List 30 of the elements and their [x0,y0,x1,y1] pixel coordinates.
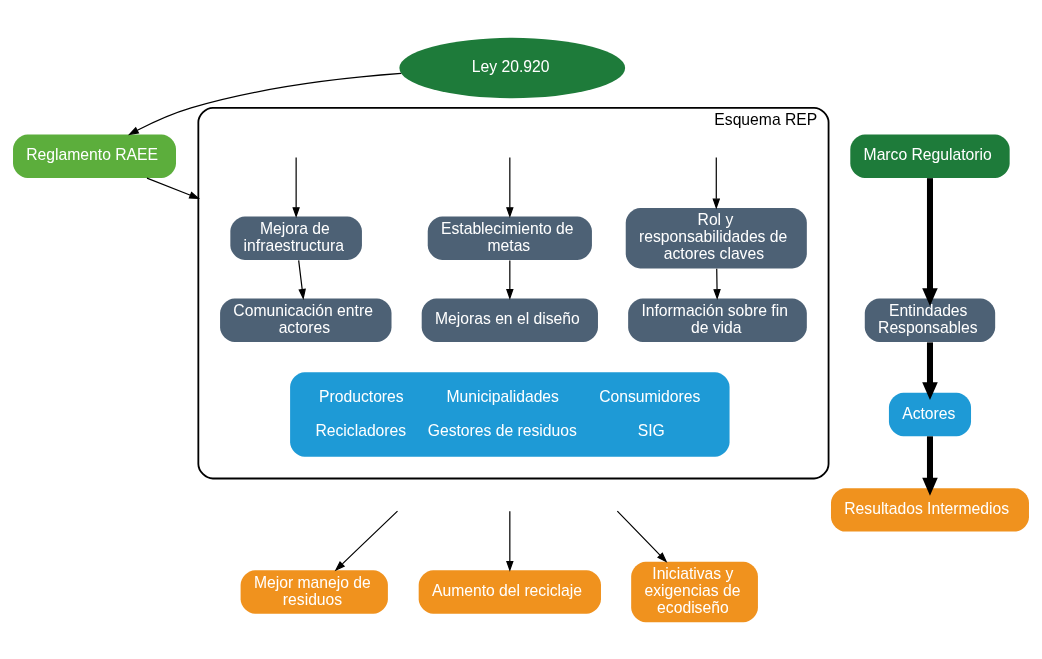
node-box: Iniciativas y exigencias de ecodiseño [631,561,758,622]
node-box: Información sobre fin de vida [628,298,807,342]
arrow [127,72,402,135]
arrow [922,177,938,306]
arrow [713,267,721,300]
arrow [334,510,399,571]
node-box: Rol y responsabilidades de actores claves [625,207,807,268]
arrow [298,259,306,300]
arrow [146,176,201,199]
node-ellipse: Ley 20.920 [399,37,626,98]
node-box: Reglamento RAEE [13,133,176,178]
arrow [616,510,668,563]
node-box: Resultados Intermedios [831,487,1029,532]
node-box: Marco Regulatorio [850,133,1010,178]
arrow [922,435,938,496]
node-box: Mejor manejo de residuos [240,569,388,614]
arrow [712,156,721,209]
node-box: Comunicación entre actores [220,298,392,342]
arrow [292,156,300,218]
node-box: Mejoras en el diseño [421,298,598,342]
node-box: Actores [888,392,972,436]
arrow [922,341,938,400]
arrow [506,259,514,300]
node-box: Establecimiento de metas [427,216,592,260]
arrow [506,156,514,218]
node-box: Aumento del reciclaje [418,569,601,614]
node-box: Entindades Responsables [864,298,996,342]
node-box: Mejora de infraestructura [230,216,362,260]
arrow [506,510,514,572]
node-box: Productores Municipalidades Consumidores Recicladores Gestores de residuos SIG [290,371,730,457]
